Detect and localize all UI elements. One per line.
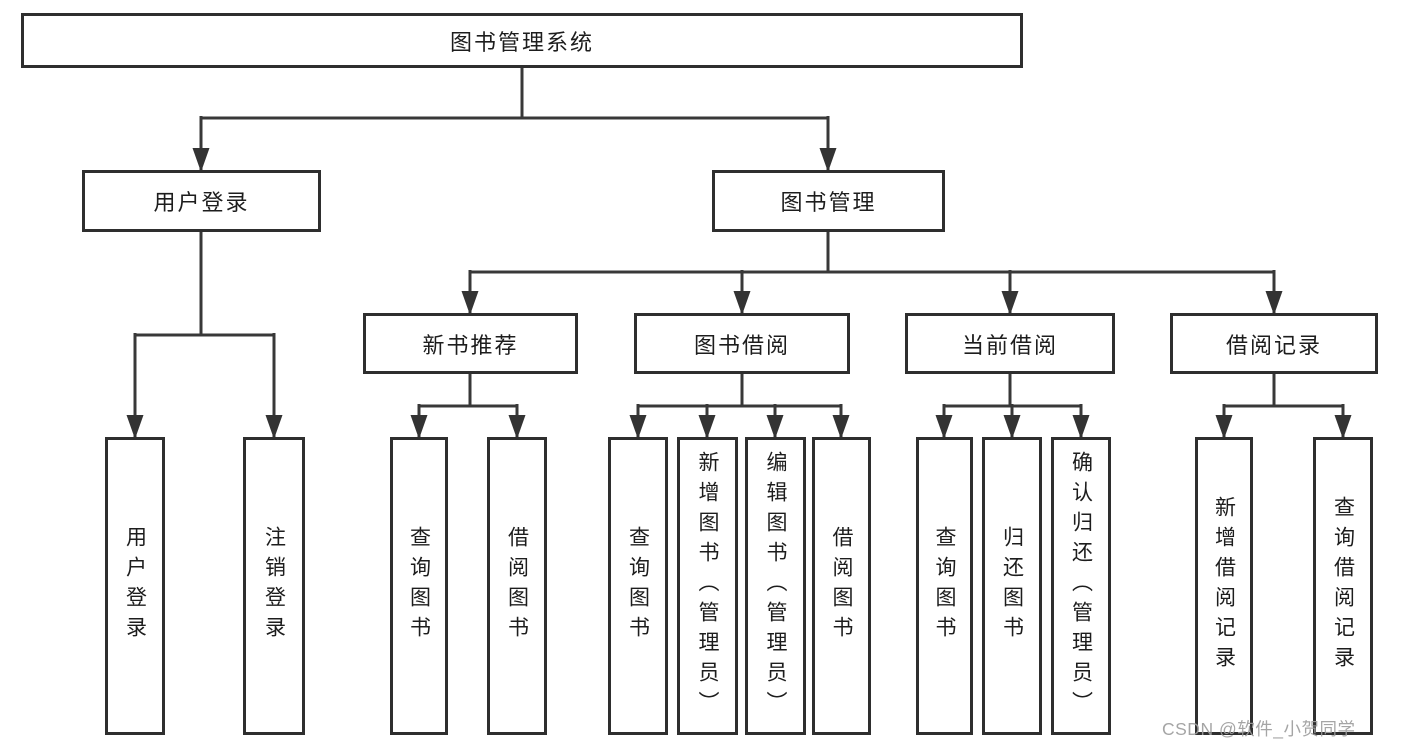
leaf-label: 确认归还（管理员） xyxy=(1069,451,1093,721)
node-current-borrow: 当前借阅 xyxy=(905,313,1115,374)
node-root-library-system: 图书管理系统 xyxy=(21,13,1023,68)
node-new-book-recommend: 新书推荐 xyxy=(363,313,578,374)
node-borrow-records: 借阅记录 xyxy=(1170,313,1378,374)
leaf-label: 查询借阅记录 xyxy=(1331,496,1355,676)
leaf-borrow-edit-books-admin: 编辑图书（管理员） xyxy=(745,437,806,735)
leaf-label: 借阅图书 xyxy=(830,526,853,646)
leaf-newbooks-borrow-books: 借阅图书 xyxy=(487,437,547,735)
leaf-borrow-add-books-admin: 新增图书（管理员） xyxy=(677,437,738,735)
leaf-label: 查询图书 xyxy=(626,526,650,646)
node-book-borrow: 图书借阅 xyxy=(634,313,850,374)
leaf-current-query-books: 查询图书 xyxy=(916,437,973,735)
leaf-user-login: 用户登录 xyxy=(105,437,165,735)
leaf-logout: 注销登录 xyxy=(243,437,305,735)
leaf-label: 查询图书 xyxy=(407,526,431,646)
node-book-management: 图书管理 xyxy=(712,170,945,232)
leaf-label: 用户登录 xyxy=(123,526,147,646)
leaf-newbooks-query-books: 查询图书 xyxy=(390,437,448,735)
csdn-watermark: CSDN @软件_小贺同学 xyxy=(1162,719,1356,739)
leaf-label: 编辑图书（管理员） xyxy=(764,451,787,721)
node-user-login: 用户登录 xyxy=(82,170,321,232)
leaf-current-confirm-return-admin: 确认归还（管理员） xyxy=(1051,437,1111,735)
leaf-label: 查询图书 xyxy=(933,526,956,646)
leaf-label: 注销登录 xyxy=(262,526,286,646)
leaf-label: 归还图书 xyxy=(1000,526,1024,646)
leaf-records-query-record: 查询借阅记录 xyxy=(1313,437,1373,735)
leaf-label: 借阅图书 xyxy=(505,526,529,646)
leaf-label: 新增借阅记录 xyxy=(1212,496,1236,676)
leaf-label: 新增图书（管理员） xyxy=(696,451,719,721)
leaf-borrow-borrow-books: 借阅图书 xyxy=(812,437,871,735)
leaf-current-return-books: 归还图书 xyxy=(982,437,1042,735)
leaf-records-add-record: 新增借阅记录 xyxy=(1195,437,1253,735)
leaf-borrow-query-books: 查询图书 xyxy=(608,437,668,735)
